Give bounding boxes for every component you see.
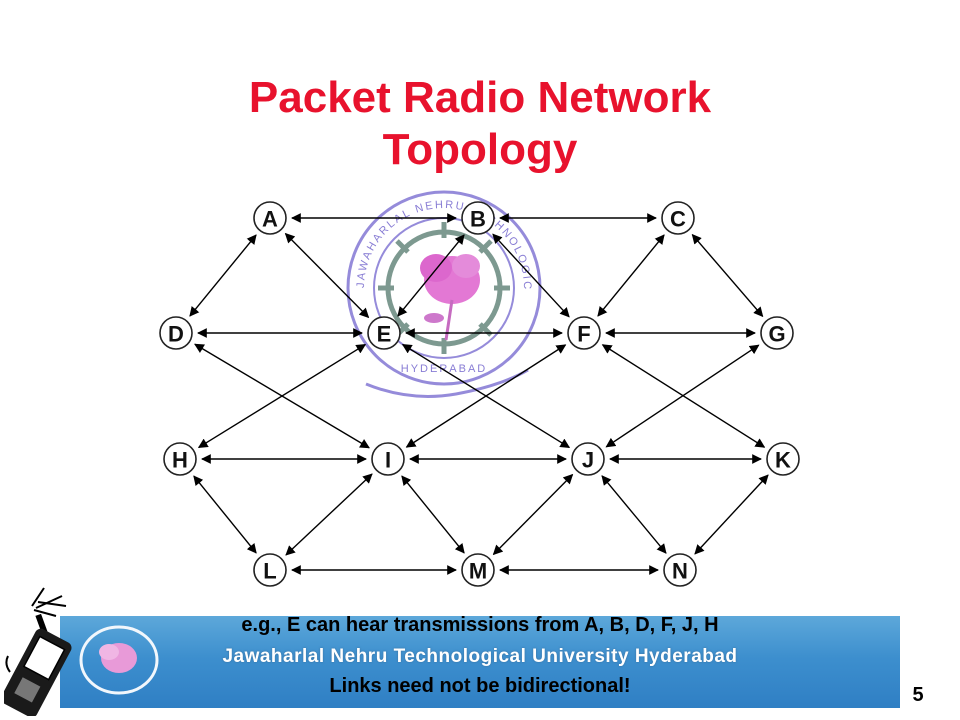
slide-title-line2: Topology — [382, 125, 578, 174]
node-M-circle — [461, 553, 495, 587]
node-F-label: F — [577, 322, 590, 347]
university-name: Jawaharlal Nehru Technological Universit… — [222, 646, 738, 667]
edge-I-L — [285, 473, 373, 556]
node-J: J — [571, 442, 605, 476]
node-J-circle — [571, 442, 605, 476]
edge-H-L — [193, 475, 257, 554]
edge-B-F — [492, 233, 570, 318]
node-G-circle — [760, 316, 794, 350]
node-D-label: D — [168, 322, 184, 347]
node-N-circle — [663, 553, 697, 587]
node-M: M — [461, 553, 495, 587]
edge-K-N — [694, 474, 769, 555]
footer-university-logo — [79, 625, 159, 695]
node-I: I — [371, 442, 405, 476]
node-L-circle — [253, 553, 287, 587]
mobile-phone-icon — [4, 587, 72, 716]
edge-A-D — [189, 234, 257, 317]
node-E: E — [367, 316, 401, 350]
edge-G-J — [605, 344, 760, 448]
rose-icon — [420, 254, 480, 341]
page-number: 5 — [912, 684, 924, 706]
node-K-label: K — [775, 448, 791, 473]
node-B: B — [461, 201, 495, 235]
node-F: F — [567, 316, 601, 350]
node-layer: A B C D E F G H I J K L M N — [159, 201, 800, 587]
hear-transmissions-note: e.g., E can hear transmissions from A, B… — [241, 614, 719, 636]
node-M-label: M — [469, 559, 487, 584]
edge-C-G — [691, 233, 764, 318]
node-G: G — [760, 316, 794, 350]
edge-E-H — [197, 343, 367, 449]
emblem-city-text: HYDERABAD — [401, 363, 487, 375]
node-K: K — [766, 442, 800, 476]
node-K-circle — [766, 442, 800, 476]
node-H-label: H — [172, 448, 188, 473]
slide-title: Packet Radio Network Topology — [0, 72, 960, 176]
slide-title-line1: Packet Radio Network — [248, 73, 712, 122]
edge-layer — [189, 213, 769, 575]
node-E-circle — [367, 316, 401, 350]
node-N: N — [663, 553, 697, 587]
node-E-label: E — [377, 322, 392, 347]
node-A: A — [253, 201, 287, 235]
node-A-circle — [253, 201, 287, 235]
node-A-label: A — [262, 207, 278, 232]
node-D-circle — [159, 316, 193, 350]
bidirectional-caveat: Links need not be bidirectional! — [329, 675, 631, 697]
edge-J-N — [601, 475, 667, 554]
node-C-label: C — [670, 207, 686, 232]
edge-A-E — [284, 232, 370, 319]
node-L-label: L — [263, 559, 276, 584]
node-C: C — [661, 201, 695, 235]
node-N-label: N — [672, 559, 688, 584]
node-B-label: B — [470, 207, 486, 232]
edge-C-F — [597, 234, 665, 317]
edge-J-M — [492, 473, 574, 556]
university-emblem-watermark: JAWAHARLAL NEHRU TECHNOLOGICAL UNIVERSIT… — [0, 0, 542, 398]
node-J-label: J — [582, 448, 594, 473]
node-H: H — [163, 442, 197, 476]
edge-B-E — [397, 234, 465, 317]
node-L: L — [253, 553, 287, 587]
node-H-circle — [163, 442, 197, 476]
node-B-circle — [461, 201, 495, 235]
node-F-circle — [567, 316, 601, 350]
node-I-label: I — [385, 448, 391, 473]
edge-F-I — [405, 344, 567, 448]
node-D: D — [159, 316, 193, 350]
footer-banner — [60, 616, 900, 708]
edge-I-M — [401, 475, 465, 554]
node-C-circle — [661, 201, 695, 235]
node-G-label: G — [768, 322, 785, 347]
node-I-circle — [371, 442, 405, 476]
network-topology-diagram: JAWAHARLAL NEHRU TECHNOLOGICAL UNIVERSIT… — [0, 0, 800, 587]
